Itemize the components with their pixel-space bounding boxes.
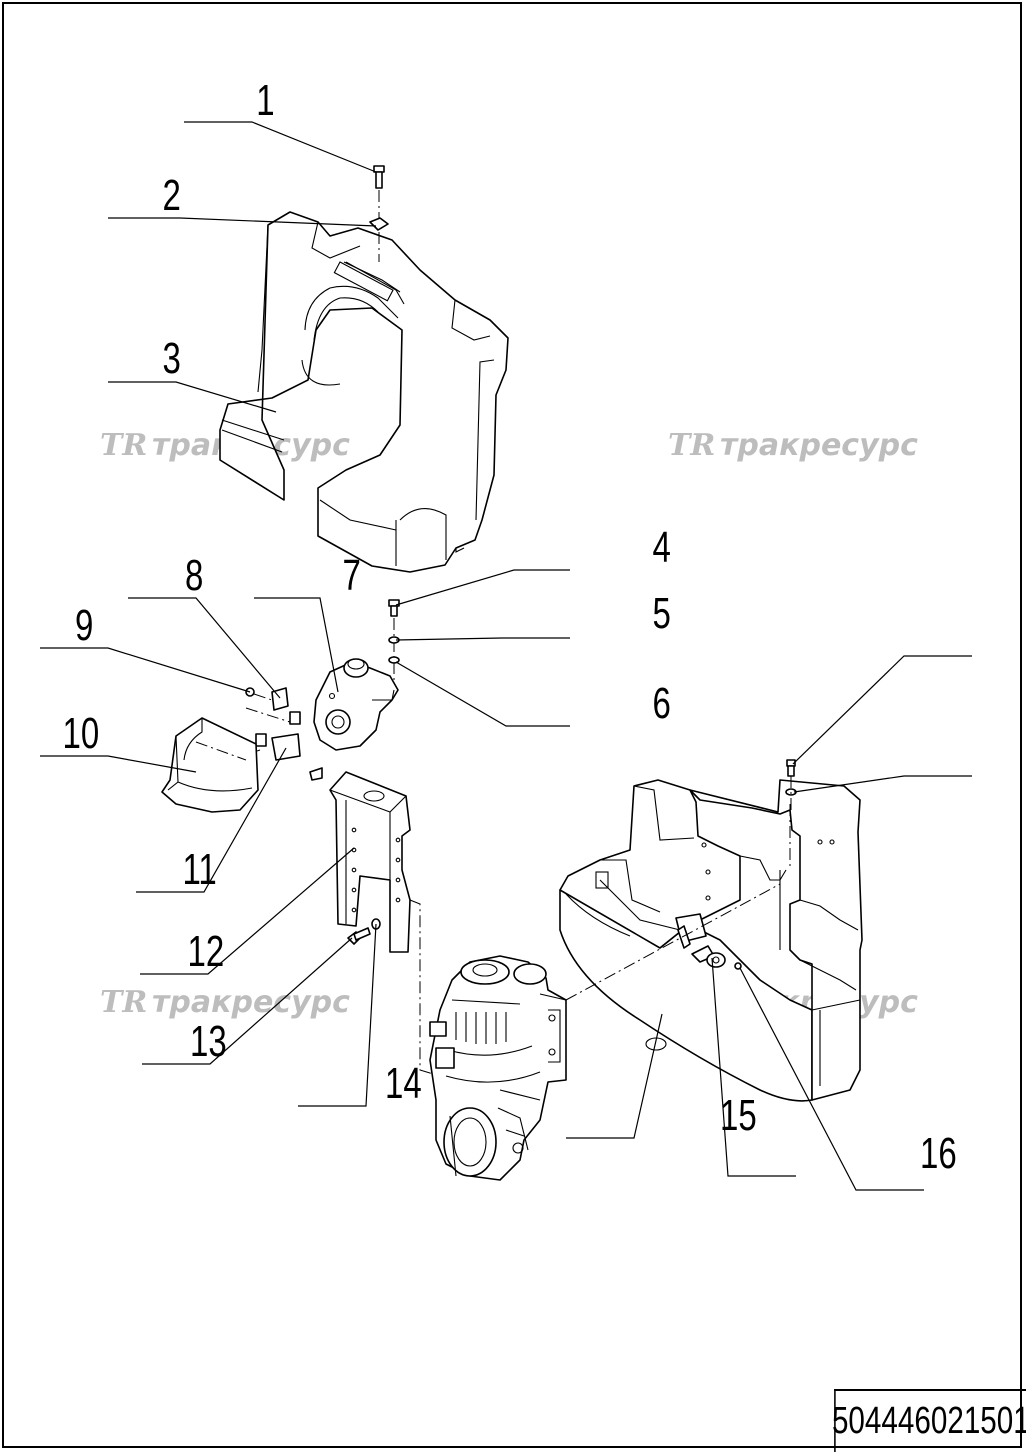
svg-text:тракресурс: тракресурс [720, 428, 918, 463]
part-top-cover [219, 211, 509, 573]
watermark-top-right: TR тракресурс [668, 428, 918, 463]
leader-7 [254, 597, 339, 693]
leader-5 [395, 637, 570, 641]
leader-4 [395, 569, 570, 606]
callout-4: 4 [653, 524, 671, 573]
part-screw-4-5-6 [388, 599, 400, 680]
leader-8 [128, 597, 281, 699]
leader-17 [739, 967, 924, 1191]
leader-18 [793, 775, 972, 793]
leader-16 [711, 957, 796, 1177]
callout-16: 16 [920, 1130, 957, 1179]
leader-2 [108, 217, 377, 227]
part-bolt-top [373, 165, 385, 218]
callout-14: 14 [385, 1060, 422, 1109]
leader-1 [184, 121, 377, 173]
callout-1: 1 [256, 77, 274, 126]
leader-9 [40, 647, 251, 693]
callout-8: 8 [185, 552, 203, 601]
callout-5: 5 [653, 590, 671, 639]
callout-15: 15 [720, 1092, 757, 1141]
callout-10: 10 [63, 710, 100, 759]
callout-9: 9 [75, 602, 93, 651]
part-housing-bracket [313, 658, 399, 751]
leader-3 [108, 381, 277, 413]
callout-11: 11 [183, 846, 217, 895]
part-lower-housing [559, 779, 863, 1102]
watermark-bottom-left: TR тракресурс [100, 985, 350, 1020]
callout-6: 6 [653, 680, 671, 729]
leader-lines [40, 121, 972, 1191]
leader-12 [140, 847, 355, 975]
leader-14 [298, 923, 377, 1107]
svg-text:TR: TR [100, 985, 147, 1020]
leader-10 [40, 755, 197, 773]
svg-text:тракресурс: тракресурс [152, 985, 350, 1020]
part-nut-top [369, 217, 389, 262]
callout-2: 2 [163, 172, 181, 221]
callout-12: 12 [188, 928, 225, 977]
leader-19 [792, 655, 972, 765]
svg-text:TR: TR [668, 428, 715, 463]
leader-6 [395, 661, 570, 727]
svg-text:TR: TR [100, 428, 147, 463]
callout-13: 13 [190, 1018, 227, 1067]
part-screw-18-19 [785, 759, 797, 812]
document-number: 504446021501 [832, 1389, 1026, 1452]
part-mounting-plate [329, 771, 441, 1077]
part-curved-guard [161, 717, 259, 813]
part-pin-16-17 [691, 945, 742, 970]
callout-3: 3 [163, 335, 181, 384]
leader-15 [566, 1013, 663, 1139]
leader-13 [142, 937, 353, 1065]
callout-labels: 1 2 3 4 5 6 7 8 9 10 11 12 13 14 15 16 1… [63, 77, 957, 1179]
leader-11 [136, 747, 287, 893]
callout-7: 7 [343, 552, 361, 601]
part-drive-unit [429, 955, 567, 1181]
